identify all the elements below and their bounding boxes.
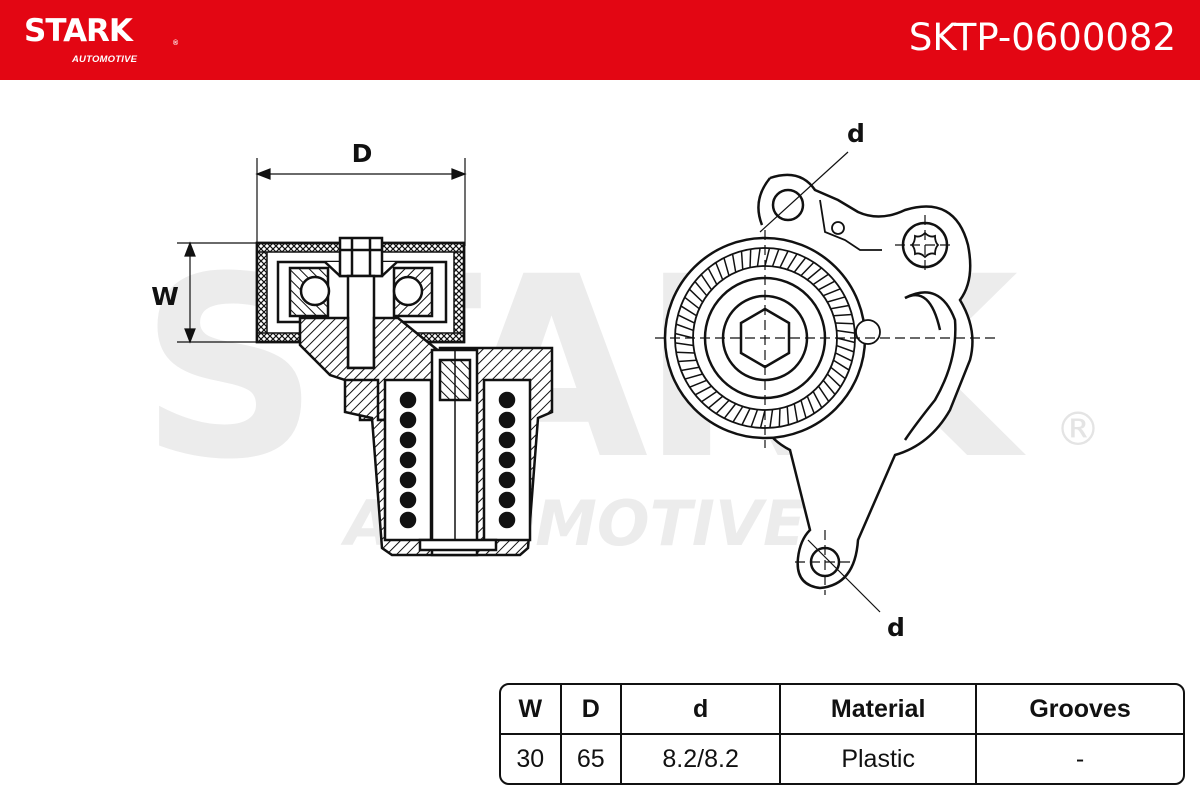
spring-coils-left — [399, 391, 417, 529]
leader-lower-d — [807, 539, 881, 613]
pulley-tooth — [836, 329, 855, 334]
pulley-tooth — [677, 314, 695, 324]
spec-value-material: Plastic — [781, 735, 978, 783]
pulley-tooth — [684, 373, 703, 380]
upper-mount-hole — [771, 188, 805, 222]
pulley-tooth — [786, 253, 798, 270]
dimension-w-line — [177, 241, 262, 344]
pulley-tooth — [715, 399, 730, 415]
pulley-tooth — [694, 281, 708, 297]
pulley-tooth — [835, 352, 853, 362]
pulley-tooth — [812, 391, 823, 409]
leader-upper-d — [759, 151, 849, 233]
pulley-tooth — [675, 323, 694, 332]
pulley-tooth — [680, 305, 697, 317]
pulley-tooth — [806, 395, 815, 414]
pulley-tooth — [800, 400, 807, 419]
pulley-tooth — [830, 366, 846, 380]
spec-value-grooves: - — [1075, 744, 1085, 773]
pulley-tooth — [708, 395, 724, 409]
brand-logo-text: STARK — [24, 13, 133, 49]
pulley-tooth — [756, 248, 761, 267]
pulley-tooth — [715, 262, 724, 281]
pulley-tooth — [830, 304, 850, 310]
pulley-tooth — [674, 332, 694, 339]
label-upper-d: d — [847, 119, 865, 148]
pulley-tooth — [812, 273, 829, 286]
pulley-tooth — [684, 296, 700, 310]
spring-coils-right — [498, 391, 516, 529]
spec-table-value-row: 30 65 8.2/8.2 Plastic - — [501, 735, 1183, 783]
pulley-tooth — [822, 288, 841, 297]
brand-logo-subtitle: AUTOMOTIVE — [72, 54, 138, 65]
pulley-tooth — [701, 390, 718, 403]
spec-value-bore: 8.2/8.2 — [622, 735, 782, 783]
pulley-tooth — [833, 313, 852, 317]
pulley-tooth — [732, 406, 744, 423]
pulley-tooth — [833, 359, 850, 371]
pulley-tooth — [700, 274, 713, 291]
header-bar: STARK ® AUTOMOTIVE SKTP-0600082 — [0, 0, 1200, 80]
pulley-tooth — [836, 337, 856, 344]
watermark-reg-mark: ® — [1055, 402, 1101, 456]
spec-header-w: W — [501, 685, 562, 735]
pulley-tooth — [817, 385, 830, 402]
pulley-tooth — [707, 267, 718, 285]
pulley-tooth — [688, 288, 704, 303]
spec-header-bore: d — [622, 685, 782, 735]
pulley-tooth — [818, 280, 836, 291]
spec-header-grooves: Grooves — [977, 685, 1183, 735]
pulley-tooth — [750, 409, 759, 428]
pulley-tooth — [769, 409, 774, 428]
pulley-tooth — [827, 296, 846, 303]
pulley-tooth — [764, 247, 771, 267]
pulley-tooth — [793, 257, 807, 273]
spec-header-d: D — [561, 685, 622, 735]
pulley-tooth — [680, 366, 700, 372]
center-bolt — [338, 236, 384, 278]
pulley-tooth — [678, 359, 697, 363]
part-number: SKTP-0600082 — [908, 16, 1176, 59]
brand-registered-mark: ® — [173, 40, 179, 47]
pulley-tooth — [741, 408, 751, 426]
spec-table: W D d Material Grooves 30 65 8.2/8.2 Pla… — [499, 683, 1185, 785]
pulley-tooth — [779, 250, 789, 268]
pulley-tooth — [826, 373, 842, 388]
pulley-tooth — [836, 344, 855, 353]
pulley-tooth — [723, 403, 737, 419]
pulley-tooth — [749, 249, 752, 268]
front-view — [655, 151, 995, 613]
pulley-tooth — [676, 351, 695, 354]
label-w-dimension: W — [151, 282, 179, 311]
pulley-tooth — [723, 257, 730, 276]
pulley-tooth — [740, 251, 744, 270]
label-d-dimension: D — [352, 139, 373, 168]
pulley-tooth — [822, 379, 836, 395]
pulley-tooth — [786, 406, 790, 425]
pulley-tooth — [793, 403, 799, 423]
pulley-tooth — [694, 385, 712, 396]
pulley-tooth — [806, 267, 822, 281]
pulley-tooth — [759, 409, 766, 429]
pulley-tooth — [689, 379, 708, 388]
bearing-ball-left — [299, 275, 331, 307]
section-view — [177, 158, 554, 557]
pulley-tooth — [835, 322, 854, 325]
spec-value-d: 65 — [562, 735, 622, 783]
pulley-tooth — [771, 248, 780, 267]
spec-value-w: 30 — [501, 735, 562, 783]
spec-table-header-row: W D d Material Grooves — [501, 685, 1183, 735]
pulley-tooth — [778, 408, 781, 427]
pulley-tooth — [800, 261, 815, 277]
dimension-d-line — [255, 158, 467, 246]
label-lower-d: d — [887, 613, 905, 642]
pulley-tooth — [731, 253, 737, 273]
spec-header-material: Material — [781, 685, 978, 735]
bearing-ball-right — [392, 275, 424, 307]
pulley-tooth — [675, 342, 694, 347]
